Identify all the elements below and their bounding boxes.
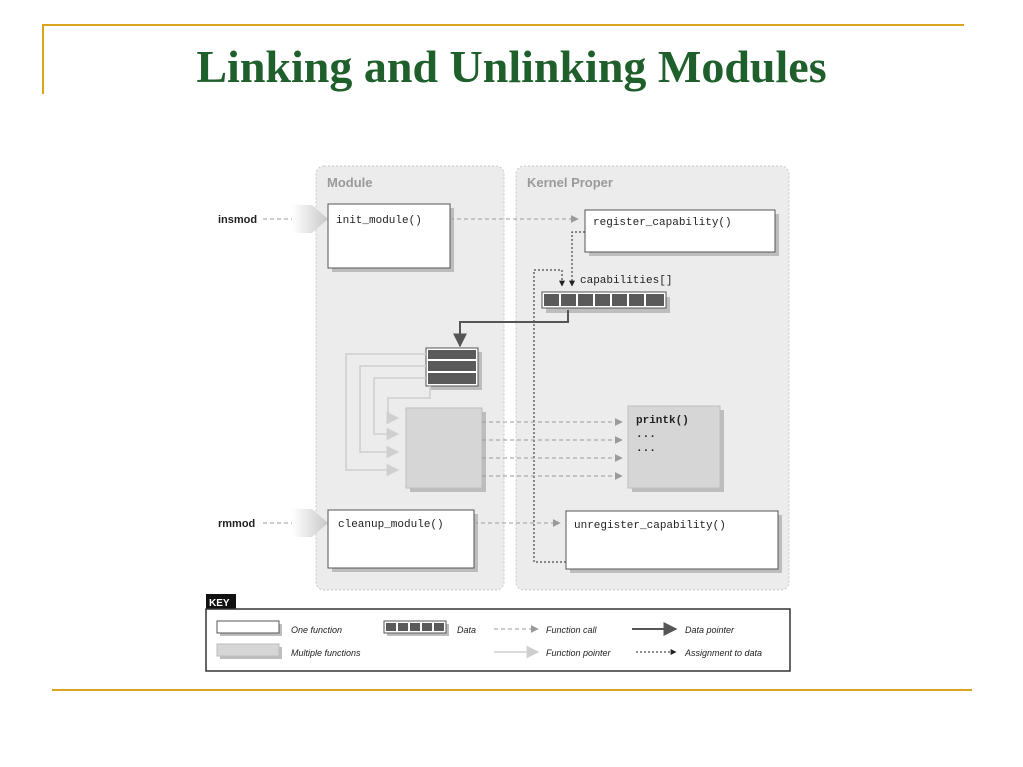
cleanup-module-box [327, 509, 475, 569]
legend-one-function: One function [291, 625, 342, 635]
printk-dots-1: ... [636, 429, 656, 441]
legend-data: Data [457, 625, 476, 635]
left-rule [42, 24, 44, 94]
register-capability-box [584, 209, 776, 253]
capability-cell [544, 294, 559, 306]
cleanup-module-label: cleanup_module() [338, 519, 444, 531]
module-region-label: Module [327, 175, 373, 190]
capability-cell [646, 294, 664, 306]
capabilities-array [541, 291, 667, 309]
legend-multiple-functions-swatch [216, 643, 280, 657]
insmod-arrowhead [292, 205, 328, 233]
unregister-assign-path [533, 269, 566, 563]
printk-box [627, 405, 721, 489]
module-data-table [425, 347, 479, 387]
rmmod-label: rmmod [218, 518, 255, 530]
legend-function-pointer: Function pointer [546, 648, 612, 658]
top-rule [42, 24, 964, 26]
bottom-rule [52, 689, 972, 691]
capability-cell [561, 294, 576, 306]
unregister-capability-label: unregister_capability() [574, 520, 726, 532]
capability-cell [578, 294, 593, 306]
capabilities-data-pointer [453, 310, 569, 348]
register-capability-label: register_capability() [593, 217, 732, 229]
module-functions-box [405, 407, 483, 489]
legend-data-swatch [383, 620, 449, 636]
legend-box [205, 608, 791, 672]
capability-cell [595, 294, 610, 306]
legend-assignment-to-data: Assignment to data [684, 648, 762, 658]
register-assign-path [569, 231, 585, 287]
printk-call-lines [482, 418, 623, 480]
init-module-label: init_module() [336, 215, 422, 227]
capability-cell [629, 294, 644, 306]
capability-cell [612, 294, 627, 306]
legend-one-function-swatch [216, 620, 280, 634]
legend-title-bg [206, 594, 236, 609]
kernel-region-label: Kernel Proper [527, 175, 613, 190]
printk-label: printk() [636, 415, 689, 427]
legend-title: KEY [209, 598, 230, 609]
legend-data-pointer: Data pointer [685, 625, 735, 635]
function-pointer-lines [345, 353, 431, 477]
init-module-box [327, 203, 451, 269]
unregister-capability-box [565, 510, 779, 570]
legend-function-call: Function call [546, 625, 598, 635]
insmod-label: insmod [218, 214, 257, 226]
capabilities-label: capabilities[] [580, 275, 672, 287]
rmmod-arrowhead [292, 509, 328, 537]
legend: KEY One function Multiple functions Data… [205, 594, 791, 672]
slide-title: Linking and Unlinking Modules [196, 41, 827, 92]
legend-multiple-functions: Multiple functions [291, 648, 361, 658]
printk-dots-2: ... [636, 443, 656, 455]
